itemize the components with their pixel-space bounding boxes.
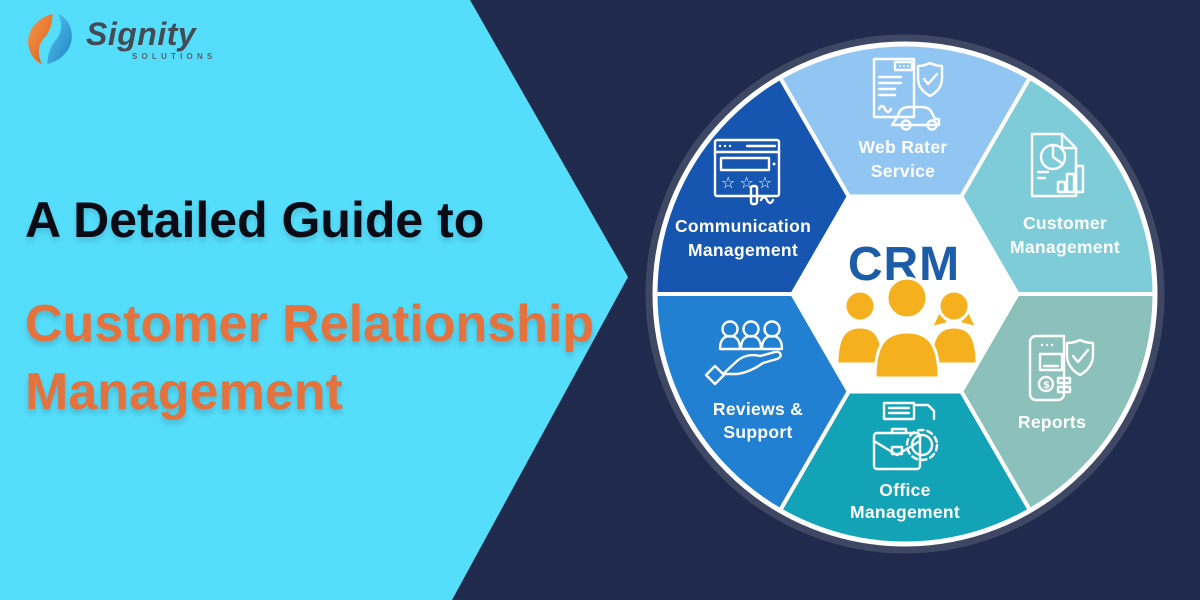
browser-stars-pen-icon: ☆☆☆ [713, 138, 781, 206]
brand-name: Signity [86, 16, 197, 52]
briefcase-gear-icon [872, 401, 939, 471]
signity-swoosh-icon [28, 13, 72, 65]
brand-text: Signity SOLUTIONS [86, 18, 216, 61]
headline-line2-3: Customer Relationship Management [25, 290, 625, 426]
people-on-hand-icon [704, 320, 784, 386]
diagram-outer-ring [652, 41, 1158, 547]
svg-text:$: $ [1043, 380, 1050, 391]
label-communication-line1: Communication [675, 216, 811, 236]
headline-line3: Management [25, 363, 343, 421]
svg-text:☆☆☆: ☆☆☆ [721, 173, 776, 192]
label-customer-line2: Management [1010, 237, 1120, 257]
crm-diagram: CRM [645, 34, 1165, 554]
analytics-document-icon [1030, 132, 1085, 198]
label-office-line1: Office [879, 480, 930, 500]
people-group-icon [835, 276, 979, 380]
label-web-rater-line2: Service [871, 161, 935, 181]
headline: A Detailed Guide to Customer Relationshi… [25, 193, 625, 426]
invoice-shield-check-icon: $ [1028, 334, 1095, 402]
diagram-glow-ring [645, 34, 1165, 554]
policy-document-shield-car-icon [872, 57, 944, 131]
label-reports: Reports [1018, 412, 1086, 432]
label-office-line2: Management [850, 502, 960, 522]
label-web-rater-line1: Web Rater [859, 137, 948, 157]
label-customer-line1: Customer [1023, 213, 1107, 233]
signity-logo: Signity SOLUTIONS [24, 10, 216, 68]
headline-line1: A Detailed Guide to [25, 192, 485, 248]
label-communication-line2: Management [688, 240, 798, 260]
label-reviews-line1: Reviews & [713, 399, 803, 419]
headline-line2: Customer Relationship [25, 295, 595, 353]
label-reviews-line2: Support [723, 422, 792, 442]
brand-subtitle: SOLUTIONS [132, 52, 217, 61]
